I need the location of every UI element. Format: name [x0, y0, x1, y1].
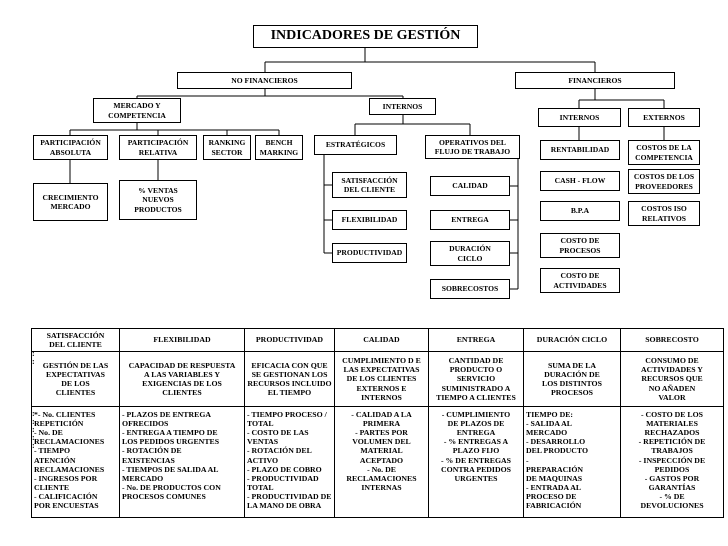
- no-financieros-node: NO FINANCIEROS: [177, 72, 352, 89]
- table-definition-row: GESTIÓN DE LAS EXPECTATIVAS DE LOS CLIEN…: [31, 351, 724, 407]
- table-definition-cell: EFICACIA CON QUE SE GESTIONAN LOS RECURS…: [244, 351, 335, 407]
- financieros-node: FINANCIEROS: [515, 72, 675, 89]
- internos-nf-node: INTERNOS: [369, 98, 436, 115]
- calidad-node: CALIDAD: [430, 176, 510, 196]
- table-header-cell: ENTREGA: [428, 328, 524, 352]
- operativos-node: OPERATIVOS DEL FLUJO DE TRABAJO: [425, 135, 520, 159]
- table-indicator-cell: - COSTO DE LOS MATERIALES RECHAZADOS - R…: [620, 406, 724, 518]
- table-definition-cell: CUMPLIMIENTO D E LAS EXPECTATIVAS DE LOS…: [334, 351, 429, 407]
- costos-competencia-node: COSTOS DE LA COMPETENCIA: [628, 140, 700, 165]
- duracion-ciclo-node: DURACIÓN CICLO: [430, 241, 510, 266]
- table-indicator-cell: - CUMPLIMIENTO DE PLAZOS DE ENTREGA - % …: [428, 406, 524, 518]
- externos-f-node: EXTERNOS: [628, 108, 700, 127]
- table-definition-cell: CANTIDAD DE PRODUCTO O SERVICIO SUMINIST…: [428, 351, 524, 407]
- bpa-node: B.P.A: [540, 201, 620, 221]
- table-header-cell: SOBRECOSTO: [620, 328, 724, 352]
- table-header-cell: DURACIÓN CICLO: [523, 328, 621, 352]
- indicators-table: SATISFACCIÓN DEL CLIENTE FLEXIBILIDAD PR…: [31, 328, 724, 518]
- internos-f-node: INTERNOS: [538, 108, 621, 127]
- cash-flow-node: CASH - FLOW: [540, 171, 620, 191]
- table-definition-cell: SUMA DE LA DURACIÓN DE LOS DISTINTOS PRO…: [523, 351, 621, 407]
- table-definition-cell: CAPACIDAD DE RESPUESTA A LAS VARIABLES Y…: [119, 351, 245, 407]
- ranking-sector-node: RANKING SECTOR: [203, 135, 251, 160]
- table-header-cell: SATISFACCIÓN DEL CLIENTE: [31, 328, 120, 352]
- table-indicators-row: *- No. CLIENTES REPETICIÓN - No. DE RECL…: [31, 406, 724, 518]
- table-header-row: SATISFACCIÓN DEL CLIENTE FLEXIBILIDAD PR…: [31, 328, 724, 352]
- sobrecostos-node: SOBRECOSTOS: [430, 279, 510, 299]
- table-header-cell: PRODUCTIVIDAD: [244, 328, 335, 352]
- costo-actividades-node: COSTO DE ACTIVIDADES: [540, 268, 620, 293]
- bench-marking-node: BENCH MARKING: [255, 135, 303, 160]
- table-indicator-cell: - TIEMPO PROCESO / TOTAL - COSTO DE LAS …: [244, 406, 335, 518]
- ventas-nuevos-productos-node: % VENTAS NUEVOS PRODUCTOS: [119, 180, 197, 220]
- table-definition-cell: GESTIÓN DE LAS EXPECTATIVAS DE LOS CLIEN…: [31, 351, 120, 407]
- table-indicator-cell: *- No. CLIENTES REPETICIÓN - No. DE RECL…: [31, 406, 120, 518]
- participacion-absoluta-node: PARTICIPACIÓN ABSOLUTA: [33, 135, 108, 160]
- flexibilidad-node: FLEXIBILIDAD: [332, 210, 407, 230]
- costos-iso-node: COSTOS ISO RELATIVOS: [628, 201, 700, 226]
- rentabilidad-node: RENTABILIDAD: [540, 140, 620, 160]
- estrategicos-node: ESTRATÉGICOS: [314, 135, 397, 155]
- table-header-cell: FLEXIBILIDAD: [119, 328, 245, 352]
- entrega-node: ENTREGA: [430, 210, 510, 230]
- satisfaccion-cliente-node: SATISFACCIÓN DEL CLIENTE: [332, 172, 407, 198]
- page-title: INDICADORES DE GESTIÓN: [253, 25, 478, 48]
- table-definition-cell: CONSUMO DE ACTIVIDADES Y RECURSOS QUE NO…: [620, 351, 724, 407]
- table-header-cell: CALIDAD: [334, 328, 429, 352]
- mercado-competencia-node: MERCADO Y COMPETENCIA: [93, 98, 181, 123]
- table-indicator-cell: - CALIDAD A LA PRIMERA - PARTES POR VOLU…: [334, 406, 429, 518]
- participacion-relativa-node: PARTICIPACIÓN RELATIVA: [119, 135, 197, 160]
- productividad-node: PRODUCTIVIDAD: [332, 243, 407, 263]
- crecimiento-mercado-node: CRECIMIENTO MERCADO: [33, 183, 108, 221]
- costo-procesos-node: COSTO DE PROCESOS: [540, 233, 620, 258]
- costos-proveedores-node: COSTOS DE LOS PROVEEDORES: [628, 169, 700, 194]
- row-marker-dots: :::::: [32, 409, 35, 450]
- table-indicator-cell: - PLAZOS DE ENTREGA OFRECIDOS - ENTREGA …: [119, 406, 245, 518]
- row-marker-dots: ::: [32, 349, 35, 366]
- table-indicator-cell: TIEMPO DE: - SALIDA AL MERCADO - DESARRO…: [523, 406, 621, 518]
